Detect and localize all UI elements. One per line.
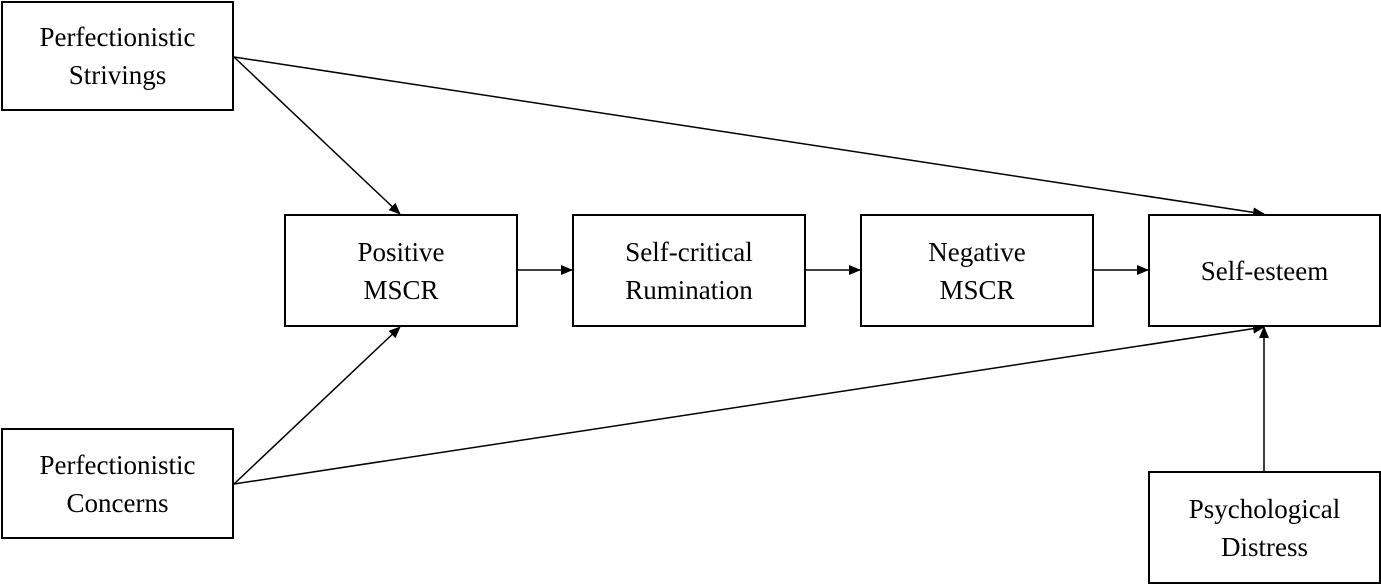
node-label-line: Rumination [625, 274, 753, 305]
node-label-line: Distress [1221, 531, 1308, 562]
node-label-line: Self-critical [625, 236, 753, 267]
node-label-line: Psychological [1188, 493, 1341, 524]
node-positive-mscr: Positive MSCR [284, 214, 518, 327]
node-negative-mscr: Negative MSCR [860, 214, 1094, 327]
node-label-line: Strivings [68, 60, 167, 90]
arrow-perfectionistic-concerns-to-positive-mscr [233, 326, 401, 485]
arrow-perfectionistic-strivings-to-self-esteem [233, 56, 1265, 218]
node-label-line: Concerns [66, 487, 169, 518]
node-label-line: Self-esteem [1200, 255, 1329, 286]
node-psychological-distress: Psychological Distress [1148, 471, 1381, 584]
node-label-line: Perfectionistic [39, 22, 196, 52]
node-perfectionistic-strivings: Perfectionistic Strivings [1, 1, 234, 111]
node-perfectionistic-concerns: Perfectionistic Concerns [1, 428, 234, 539]
arrow-perfectionistic-concerns-to-self-esteem [233, 323, 1265, 485]
node-label-line: Negative [928, 236, 1026, 267]
node-self-esteem: Self-esteem [1148, 214, 1381, 327]
node-self-critical-rumination: Self-critical Rumination [572, 214, 806, 327]
node-label-line: Perfectionistic [39, 449, 196, 480]
arrow-perfectionistic-strivings-to-positive-mscr [233, 56, 401, 215]
node-label-line: Positive [357, 236, 445, 267]
node-label-line: MSCR [363, 274, 439, 305]
node-label-line: MSCR [939, 274, 1015, 305]
